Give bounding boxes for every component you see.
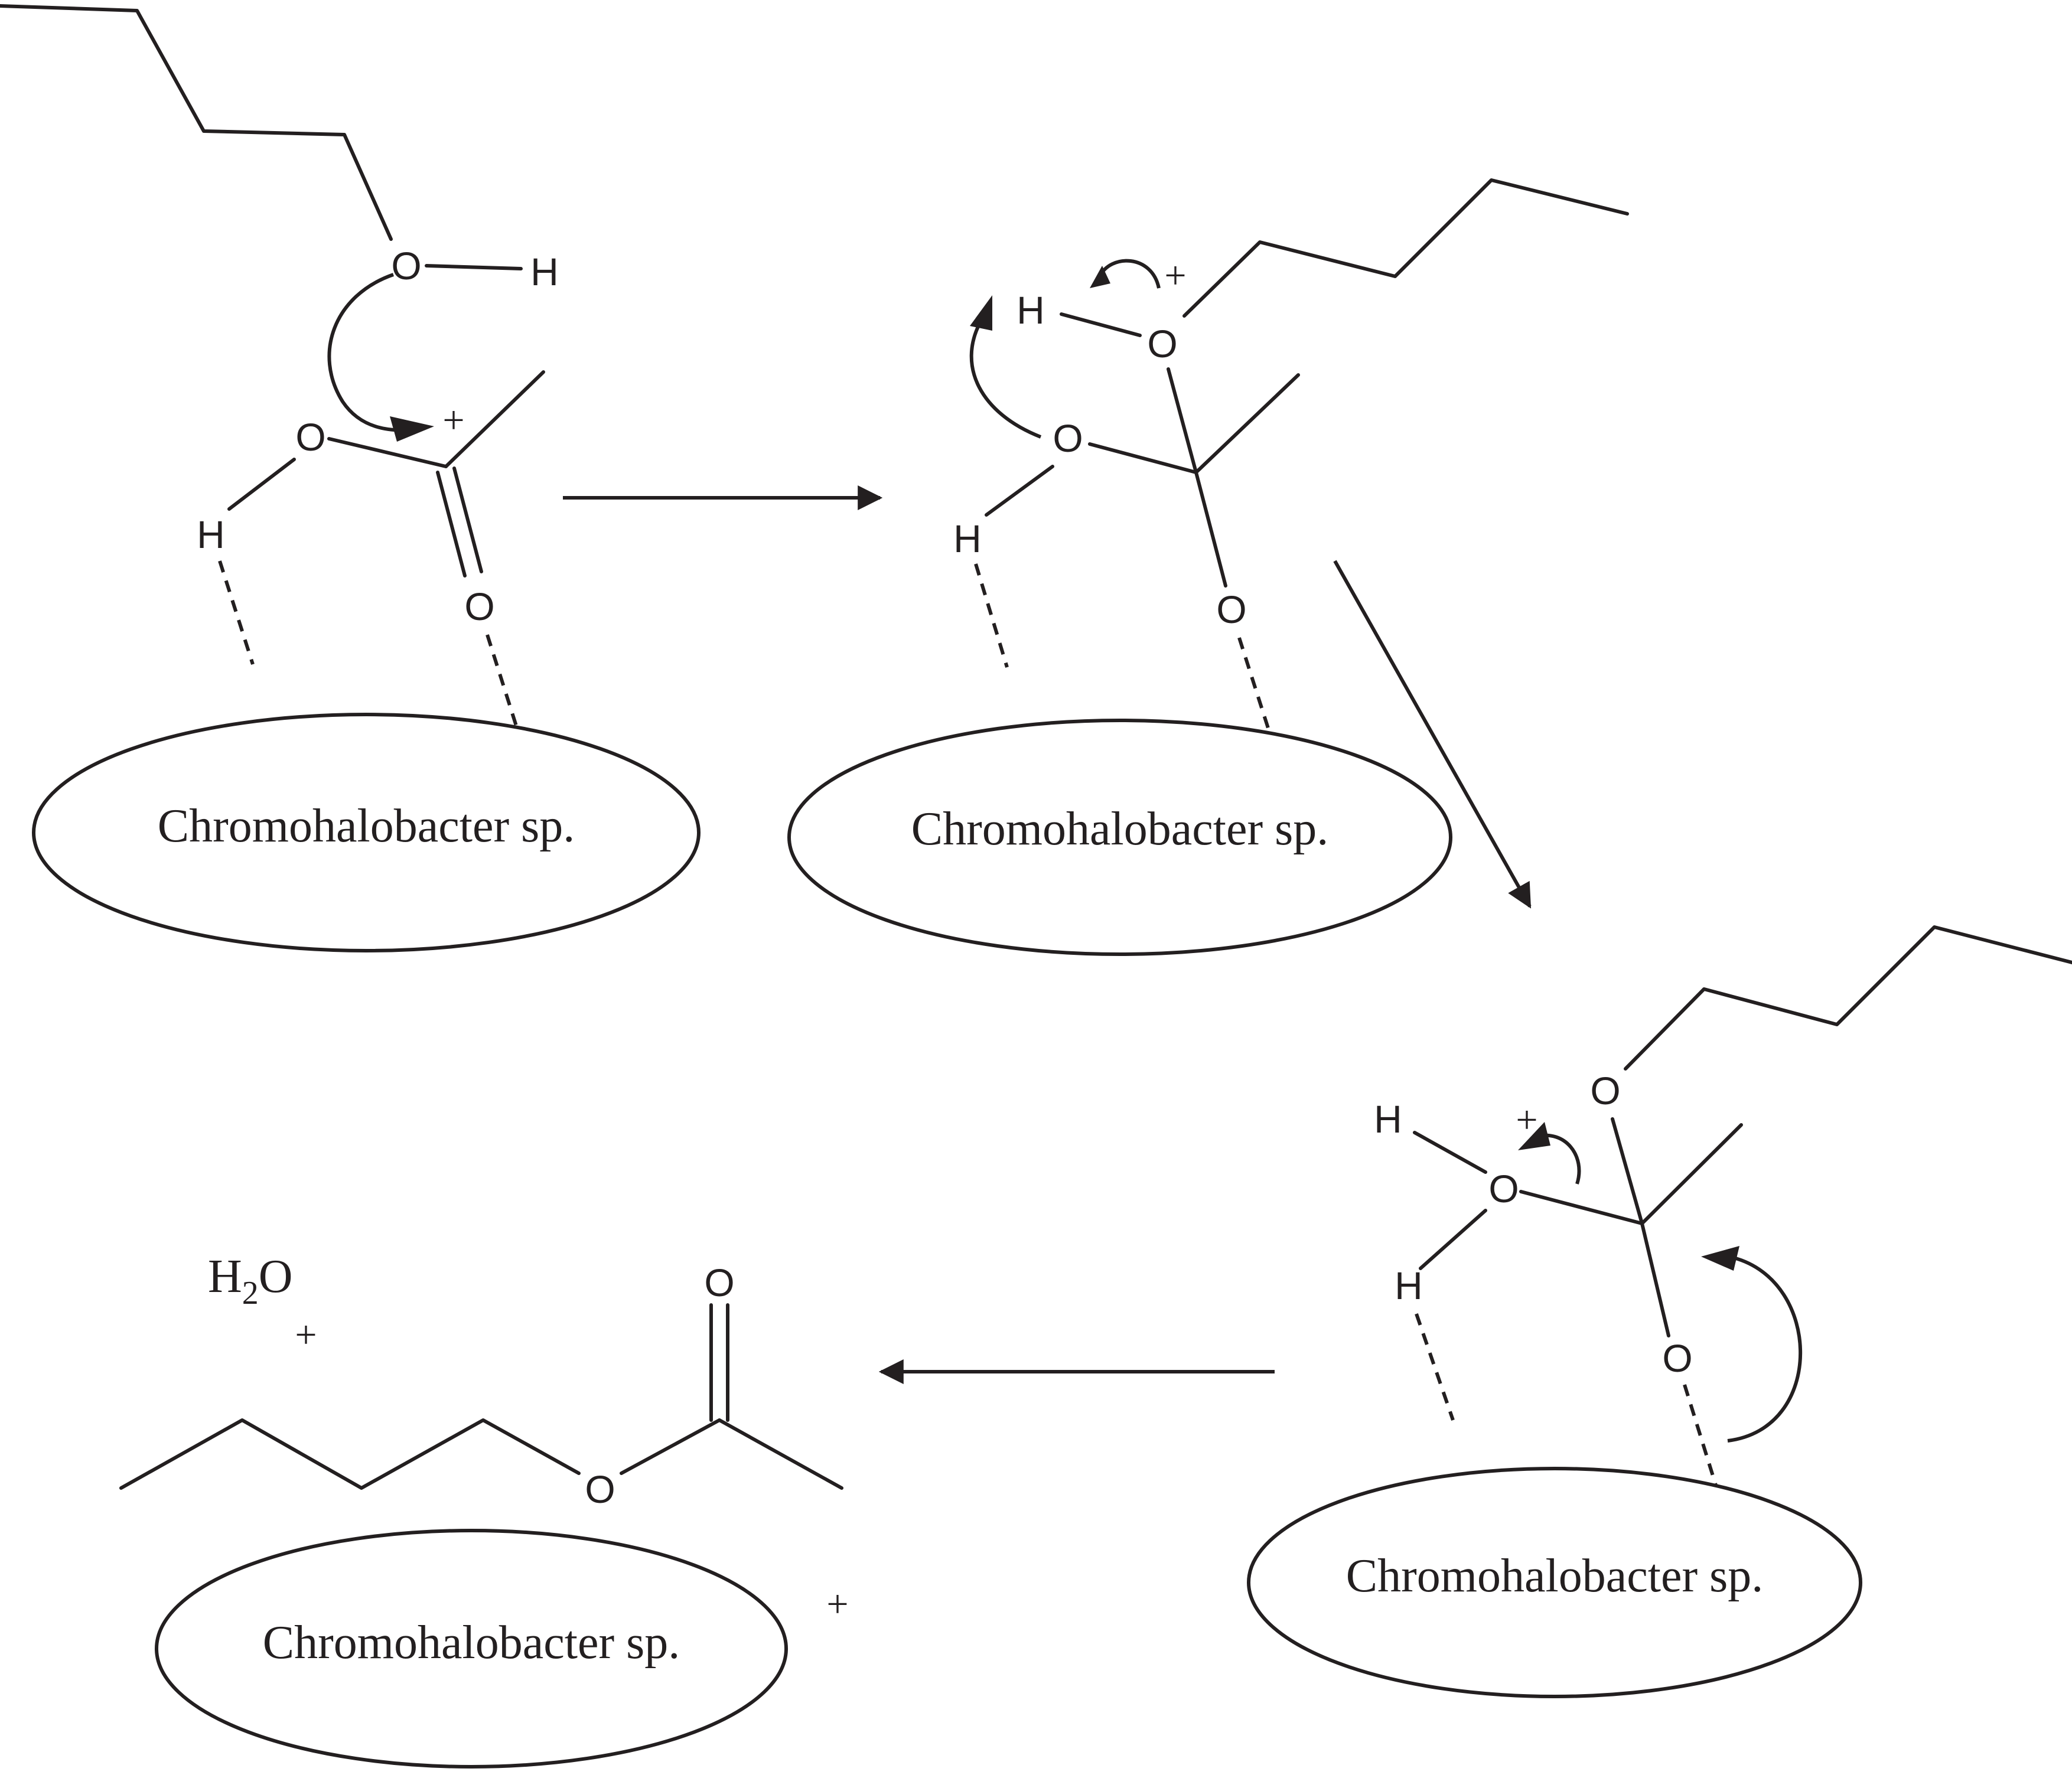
- reaction-arrow-2: [1333, 560, 1532, 909]
- products: H2O + O O Chromohalobacter sp. +: [119, 1251, 849, 1769]
- hydrogen-bond: [218, 560, 255, 665]
- charge-plus: +: [442, 399, 464, 442]
- charge-plus: +: [1164, 254, 1186, 297]
- atom-o: O: [464, 585, 494, 628]
- bond-o-h: [1413, 1131, 1487, 1174]
- atom-o: O: [585, 1467, 615, 1511]
- bond-o-h: [425, 264, 523, 270]
- butyl-chain: [1182, 178, 1629, 318]
- butyl-acetate-chain: [119, 1418, 581, 1490]
- bond-c-methyl: [444, 370, 545, 468]
- atom-o: O: [295, 415, 325, 459]
- cell-label: Chromohalobacter sp.: [1346, 1550, 1763, 1602]
- atom-h: H: [1017, 288, 1045, 332]
- atom-o: O: [391, 244, 421, 288]
- step-3-structure: O O + H H O Chromohalobacter sp.: [1247, 925, 2072, 1698]
- bond-c-o-double-a: [436, 471, 467, 577]
- curved-arrowhead: [1090, 266, 1110, 288]
- bond-o-h: [227, 458, 296, 511]
- butyl-chain: [0, 4, 393, 241]
- bond-c-methyl: [1640, 1123, 1743, 1225]
- bond-o-h: [1419, 1209, 1487, 1270]
- curved-arrowhead: [1701, 1246, 1739, 1271]
- hydrogen-bond: [974, 563, 1009, 668]
- bond-o-c: [1167, 367, 1198, 474]
- plus-sign: +: [826, 1583, 848, 1626]
- bond-c-o-double-b: [452, 466, 483, 573]
- bond-c-o: [1640, 1222, 1670, 1337]
- atom-h: H: [953, 517, 982, 560]
- hydrogen-bond: [1415, 1313, 1455, 1421]
- plus-sign: +: [295, 1313, 317, 1356]
- cell-label: Chromohalobacter sp.: [263, 1617, 680, 1669]
- bond-o-h: [985, 465, 1054, 517]
- atom-o: O: [1662, 1336, 1692, 1380]
- curved-arrow-small: [1098, 259, 1161, 289]
- curved-arrowhead: [390, 416, 434, 442]
- atom-h: H: [1374, 1097, 1402, 1141]
- bond-c-methyl: [1194, 373, 1300, 474]
- bond-c-o: [1194, 471, 1227, 588]
- hydrogen-bond: [1683, 1384, 1719, 1492]
- curved-arrow-nucleophilic-attack: [327, 273, 426, 432]
- bond-c-oh: [1088, 442, 1198, 474]
- butyl-chain: [1624, 925, 2072, 1071]
- hydrogen-bond: [1237, 637, 1275, 743]
- cell-chromohalobacter: [32, 713, 701, 952]
- atom-h: H: [197, 513, 225, 556]
- atom-o: O: [1216, 588, 1246, 631]
- atom-h: H: [530, 250, 559, 293]
- atom-o: O: [1053, 416, 1083, 460]
- bond-c-methyl: [718, 1418, 843, 1490]
- atom-o: O: [1488, 1167, 1519, 1211]
- atom-h: H: [1395, 1264, 1423, 1307]
- curved-arrow-proton-transfer: [969, 321, 1042, 439]
- step-1-structure: O H + O H O Chromohalobacter sp.: [0, 4, 701, 952]
- cell-label: Chromohalobacter sp.: [911, 803, 1328, 855]
- cell-chromohalobacter: [787, 719, 1452, 956]
- water-formula: H2O: [208, 1251, 293, 1311]
- bond-c-oh2: [1519, 1190, 1644, 1225]
- cell-chromohalobacter: [155, 1529, 788, 1769]
- atom-o: O: [1147, 322, 1177, 366]
- curved-arrowhead: [970, 295, 992, 331]
- curved-arrow-reform-carbonyl: [1727, 1256, 1803, 1443]
- bond-c-oh: [327, 437, 448, 468]
- step-2-structure: O + H O H O Chromohalobacter sp.: [787, 178, 1629, 956]
- cell-label: Chromohalobacter sp.: [158, 800, 575, 852]
- bond-o-c: [620, 1418, 721, 1475]
- curved-arrowhead: [1518, 1122, 1550, 1150]
- atom-o: O: [1590, 1069, 1620, 1112]
- bond-o-h: [1060, 312, 1142, 337]
- atom-o: O: [704, 1261, 734, 1304]
- bond-o-c: [1611, 1117, 1644, 1225]
- hydrogen-bond: [486, 634, 522, 738]
- cell-chromohalobacter: [1247, 1467, 1862, 1698]
